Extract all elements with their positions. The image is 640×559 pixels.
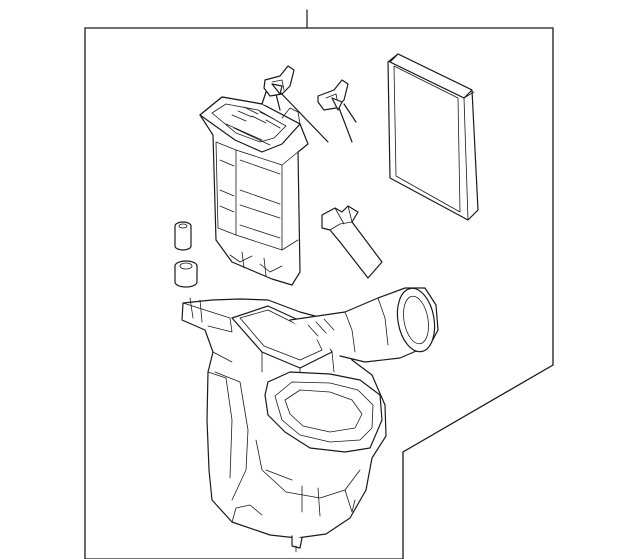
sensor-bracket bbox=[321, 205, 383, 279]
air-filter-element bbox=[387, 53, 479, 221]
mounting-clip bbox=[317, 79, 357, 143]
grommet-large bbox=[174, 260, 198, 288]
air-cleaner-box-lower bbox=[181, 287, 439, 553]
mounting-clip bbox=[263, 65, 329, 143]
air-cleaner-cover-upper bbox=[199, 91, 309, 286]
grommet-small bbox=[174, 221, 192, 251]
